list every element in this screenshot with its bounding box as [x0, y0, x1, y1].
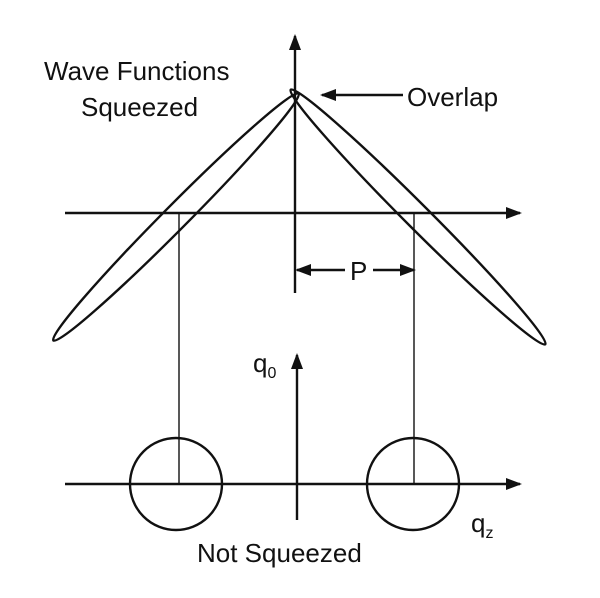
- left-squeezed-ellipse: [51, 92, 301, 342]
- left-unsqueezed-circle: [128, 436, 224, 532]
- title-squeezed: Squeezed: [81, 92, 199, 122]
- right-squeezed-ellipse: [289, 88, 547, 346]
- q0-axis-label: q0: [253, 348, 276, 382]
- qz-subscript: z: [485, 525, 494, 542]
- not-squeezed-label: Not Squeezed: [197, 538, 362, 568]
- q0-base: q: [253, 348, 268, 378]
- q0-subscript: 0: [267, 365, 277, 382]
- overlap-label: Overlap: [407, 82, 499, 112]
- p-label: P: [350, 256, 368, 286]
- title-wave-functions: Wave Functions: [44, 56, 230, 86]
- qz-base: q: [471, 508, 486, 538]
- qz-axis-label: qz: [471, 508, 493, 542]
- right-unsqueezed-circle: [365, 436, 461, 532]
